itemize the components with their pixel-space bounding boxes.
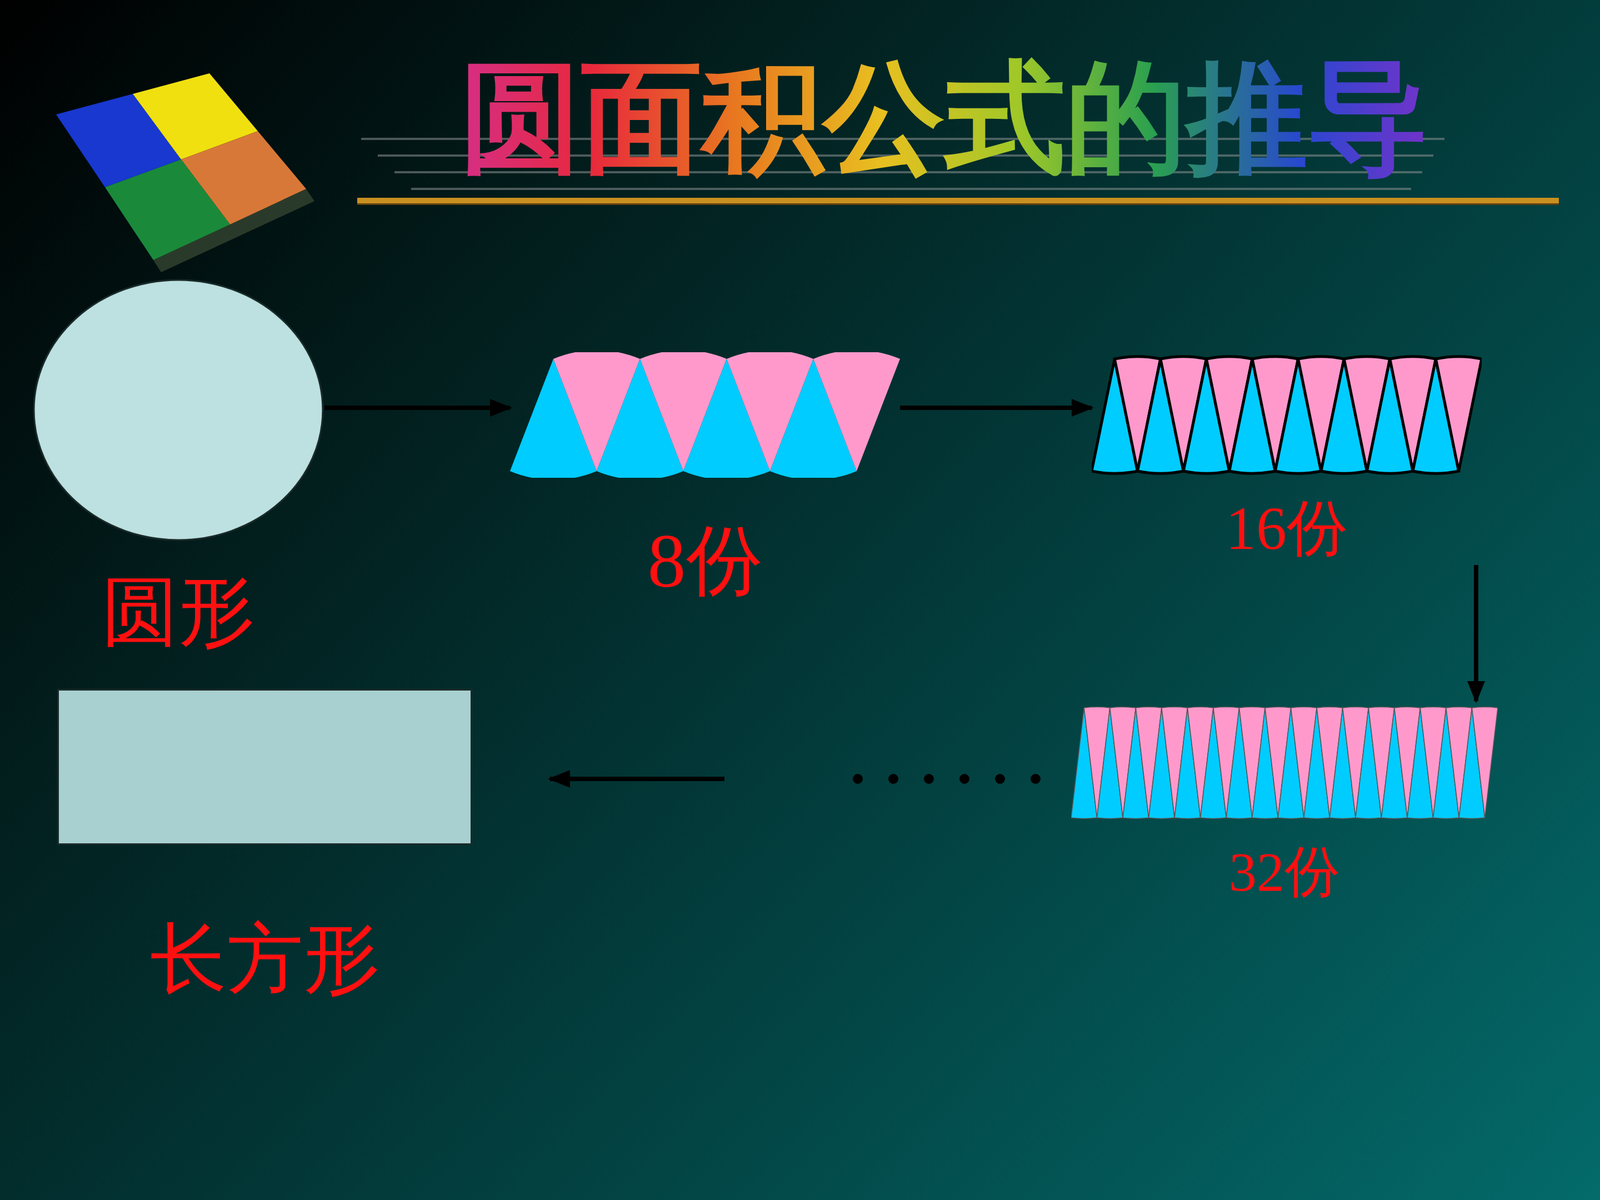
title-underline (357, 197, 1559, 205)
continuation-dot (1030, 773, 1041, 784)
shape-drawing (510, 352, 900, 478)
shape-drawing (1091, 352, 1482, 478)
continuation-dot (995, 773, 1005, 784)
shape-node: 8份 (510, 352, 900, 608)
connector-line (324, 405, 510, 410)
shape-node: 圆形 (32, 278, 325, 659)
shape-label: 32份 (1071, 838, 1498, 906)
circle-shape (33, 280, 323, 540)
shape-drawing (57, 688, 473, 845)
title: 圆面积公式的推导 (422, 38, 1467, 197)
shape-label: 8份 (510, 515, 900, 608)
connector-line (900, 405, 1092, 410)
continuation-dot (959, 773, 970, 784)
shape-drawing (32, 278, 325, 542)
sector-strip (1091, 356, 1482, 474)
shape-node: 32份 (1071, 701, 1498, 906)
connector-arrow (324, 407, 510, 409)
connector-arrow (900, 407, 1092, 409)
connector-line (1473, 565, 1479, 702)
continuation-dot (852, 773, 863, 784)
shape-label: 长方形 (57, 913, 473, 1006)
shape-label: 16份 (1091, 491, 1482, 565)
shape-label: 圆形 (32, 566, 325, 659)
shape-node: 16份 (1091, 352, 1482, 565)
continuation-dot (888, 773, 899, 784)
continuation-dot (923, 773, 934, 784)
rectangle-shape (58, 690, 472, 845)
logo-tile (56, 73, 315, 273)
sector-strip (510, 352, 900, 478)
shape-node: 长方形 (57, 688, 473, 1006)
connector-arrow (1476, 565, 1477, 702)
pink-sector (1435, 356, 1482, 472)
pink-sector (813, 352, 900, 472)
sector-strip (1071, 707, 1498, 819)
connector-arrow (550, 773, 1072, 784)
shape-drawing (1071, 701, 1498, 825)
pink-sector (1471, 707, 1498, 818)
connector-line (550, 776, 725, 782)
